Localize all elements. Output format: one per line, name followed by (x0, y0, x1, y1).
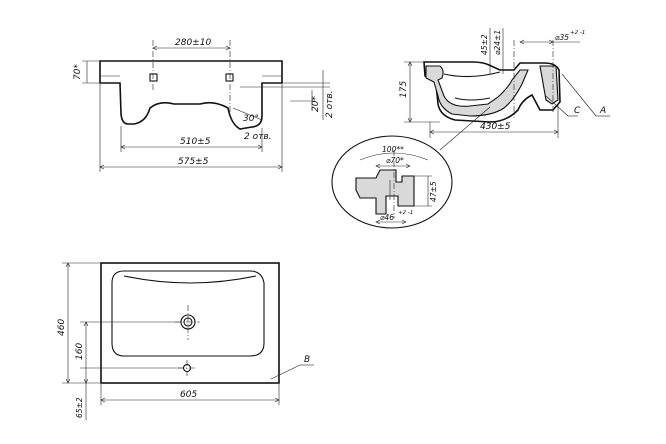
front-view: 280±10 70* 20* 2 отв. 30° 2 отв. 510±5 5… (73, 38, 335, 172)
detail-section (355, 169, 415, 215)
label-c: C (574, 106, 581, 116)
dim-detail-bottom-tol: +2 -1 (398, 210, 413, 216)
dim-total-width: 575±5 (178, 157, 209, 167)
detail-view: 100** ⌀70* 47±5 ⌀46 +2 -1 (331, 135, 453, 229)
top-view-outline (100, 262, 280, 384)
dim-detail-outer: 100** (382, 145, 404, 154)
dim-hole-offset: 2 отв. (325, 90, 335, 118)
side-view: 45±2 ⌀24±1 ⌀35 +2 -1 175 430±5 C A (399, 28, 610, 151)
detail-circle (331, 135, 453, 229)
side-view-outline (423, 61, 561, 123)
dim-side-offset: 20* (311, 96, 321, 112)
dim-detail-height: 47±5 (429, 181, 438, 202)
top-view: 460 160 65±2 605 B (57, 262, 314, 420)
dim-inner-width: 510±5 (180, 137, 211, 147)
dim-depth: 430±5 (480, 122, 511, 132)
dim-top-height: 460 (57, 319, 67, 336)
label-a: A (599, 106, 606, 116)
dim-detail-bottom: ⌀46 (380, 213, 394, 222)
dim-bracket-spacing: 280±10 (175, 38, 211, 48)
label-b: B (304, 355, 310, 365)
dim-drain-offset: 160 (75, 343, 85, 360)
dim-top-width: 605 (180, 390, 197, 400)
dim-drain-inner: ⌀24±1 (493, 30, 502, 55)
dim-holes-count: 2 отв. (244, 132, 272, 142)
dim-side-height: 175 (399, 81, 409, 98)
dim-overflow-height: 45±2 (480, 34, 489, 55)
basin-bowl (111, 270, 265, 357)
dim-drain-outer-tol: +2 -1 (570, 30, 585, 36)
dim-angle: 30° (243, 114, 259, 124)
dim-detail-inner: ⌀70* (386, 156, 404, 165)
front-view-outline (99, 60, 283, 130)
side-view-section (425, 65, 529, 117)
dim-front-height: 70* (73, 64, 83, 80)
dim-bottom-margin: 65±2 (75, 397, 84, 418)
dim-drain-outer: ⌀35 (555, 33, 569, 42)
